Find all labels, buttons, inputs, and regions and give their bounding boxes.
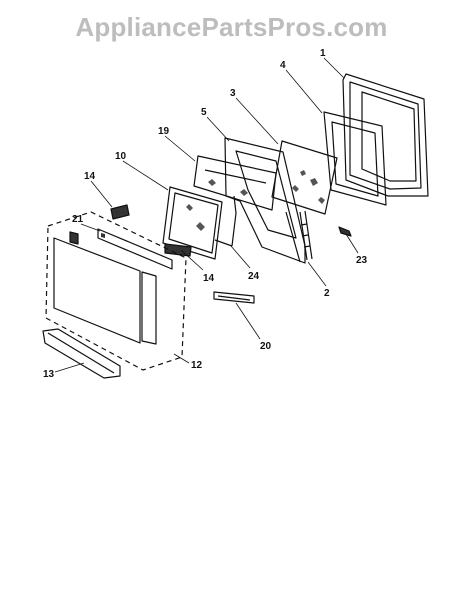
leader-lines <box>54 57 359 373</box>
watermark-logo: AppliancePartsPros.com <box>75 12 388 42</box>
part-inner-door-frame[interactable] <box>224 137 306 264</box>
callout-14-lower: 14 <box>203 273 215 284</box>
callout-4: 4 <box>280 60 286 71</box>
callout-labels: 1 4 3 5 19 10 14 21 14 24 2 23 20 12 13 <box>43 48 368 380</box>
part-inner-glass[interactable] <box>162 186 223 260</box>
part-door-handle[interactable] <box>42 328 121 379</box>
callout-3: 3 <box>230 88 236 99</box>
callout-24: 24 <box>248 271 260 282</box>
part-door-clip-lower[interactable] <box>164 243 192 257</box>
callout-21: 21 <box>72 214 84 225</box>
part-door-assembly[interactable] <box>45 211 187 371</box>
callout-12: 12 <box>191 360 203 371</box>
callout-19: 19 <box>158 126 170 137</box>
part-door-gasket[interactable] <box>323 111 387 206</box>
part-vent-trim[interactable] <box>213 291 255 304</box>
callout-23: 23 <box>356 255 368 266</box>
callout-13: 13 <box>43 369 55 380</box>
callout-20: 20 <box>260 341 272 352</box>
part-glass-retainer[interactable] <box>214 195 237 247</box>
callout-10: 10 <box>115 151 127 162</box>
part-door-trim[interactable] <box>97 228 173 270</box>
part-door-clip-upper[interactable] <box>110 204 130 220</box>
callout-2: 2 <box>324 288 330 299</box>
part-hinge-rod[interactable] <box>299 210 313 261</box>
callout-14-upper: 14 <box>84 171 96 182</box>
part-outer-door-frame[interactable] <box>342 73 429 197</box>
part-screw[interactable] <box>338 226 352 237</box>
callout-5: 5 <box>201 107 207 118</box>
part-insulation-shield[interactable] <box>193 155 277 211</box>
callout-1: 1 <box>320 48 326 59</box>
